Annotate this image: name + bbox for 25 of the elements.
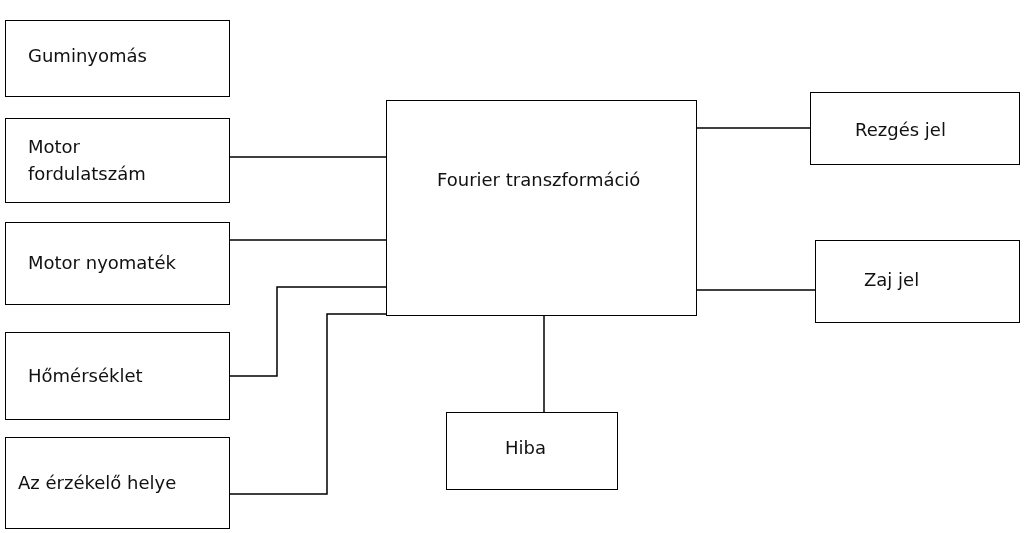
process-box [386,100,697,316]
process-box [5,222,230,305]
connector-line [543,315,545,413]
connector-line [696,127,811,129]
box-label: Guminyomás [28,44,147,69]
connector-line [229,313,387,495]
box-label: Az érzékelő helye [18,470,177,495]
process-box [5,118,230,203]
connector-line [696,289,816,291]
connector-line [229,286,387,377]
box-label: Motor nyomaték [28,251,176,276]
connector-line [229,239,387,241]
process-box [5,332,230,420]
process-box [810,92,1020,165]
box-label: Hőmérséklet [28,363,143,388]
box-label: Rezgés jel [855,118,946,142]
process-box [5,437,230,529]
process-box [815,240,1020,323]
process-box [446,412,618,490]
process-box [5,20,230,97]
box-label: Zaj jel [864,268,920,292]
box-label: Hiba [505,435,546,460]
box-label: Fourier transzformáció [437,168,641,192]
box-label: Motor fordulatszám [28,135,147,186]
connector-line [229,156,387,158]
